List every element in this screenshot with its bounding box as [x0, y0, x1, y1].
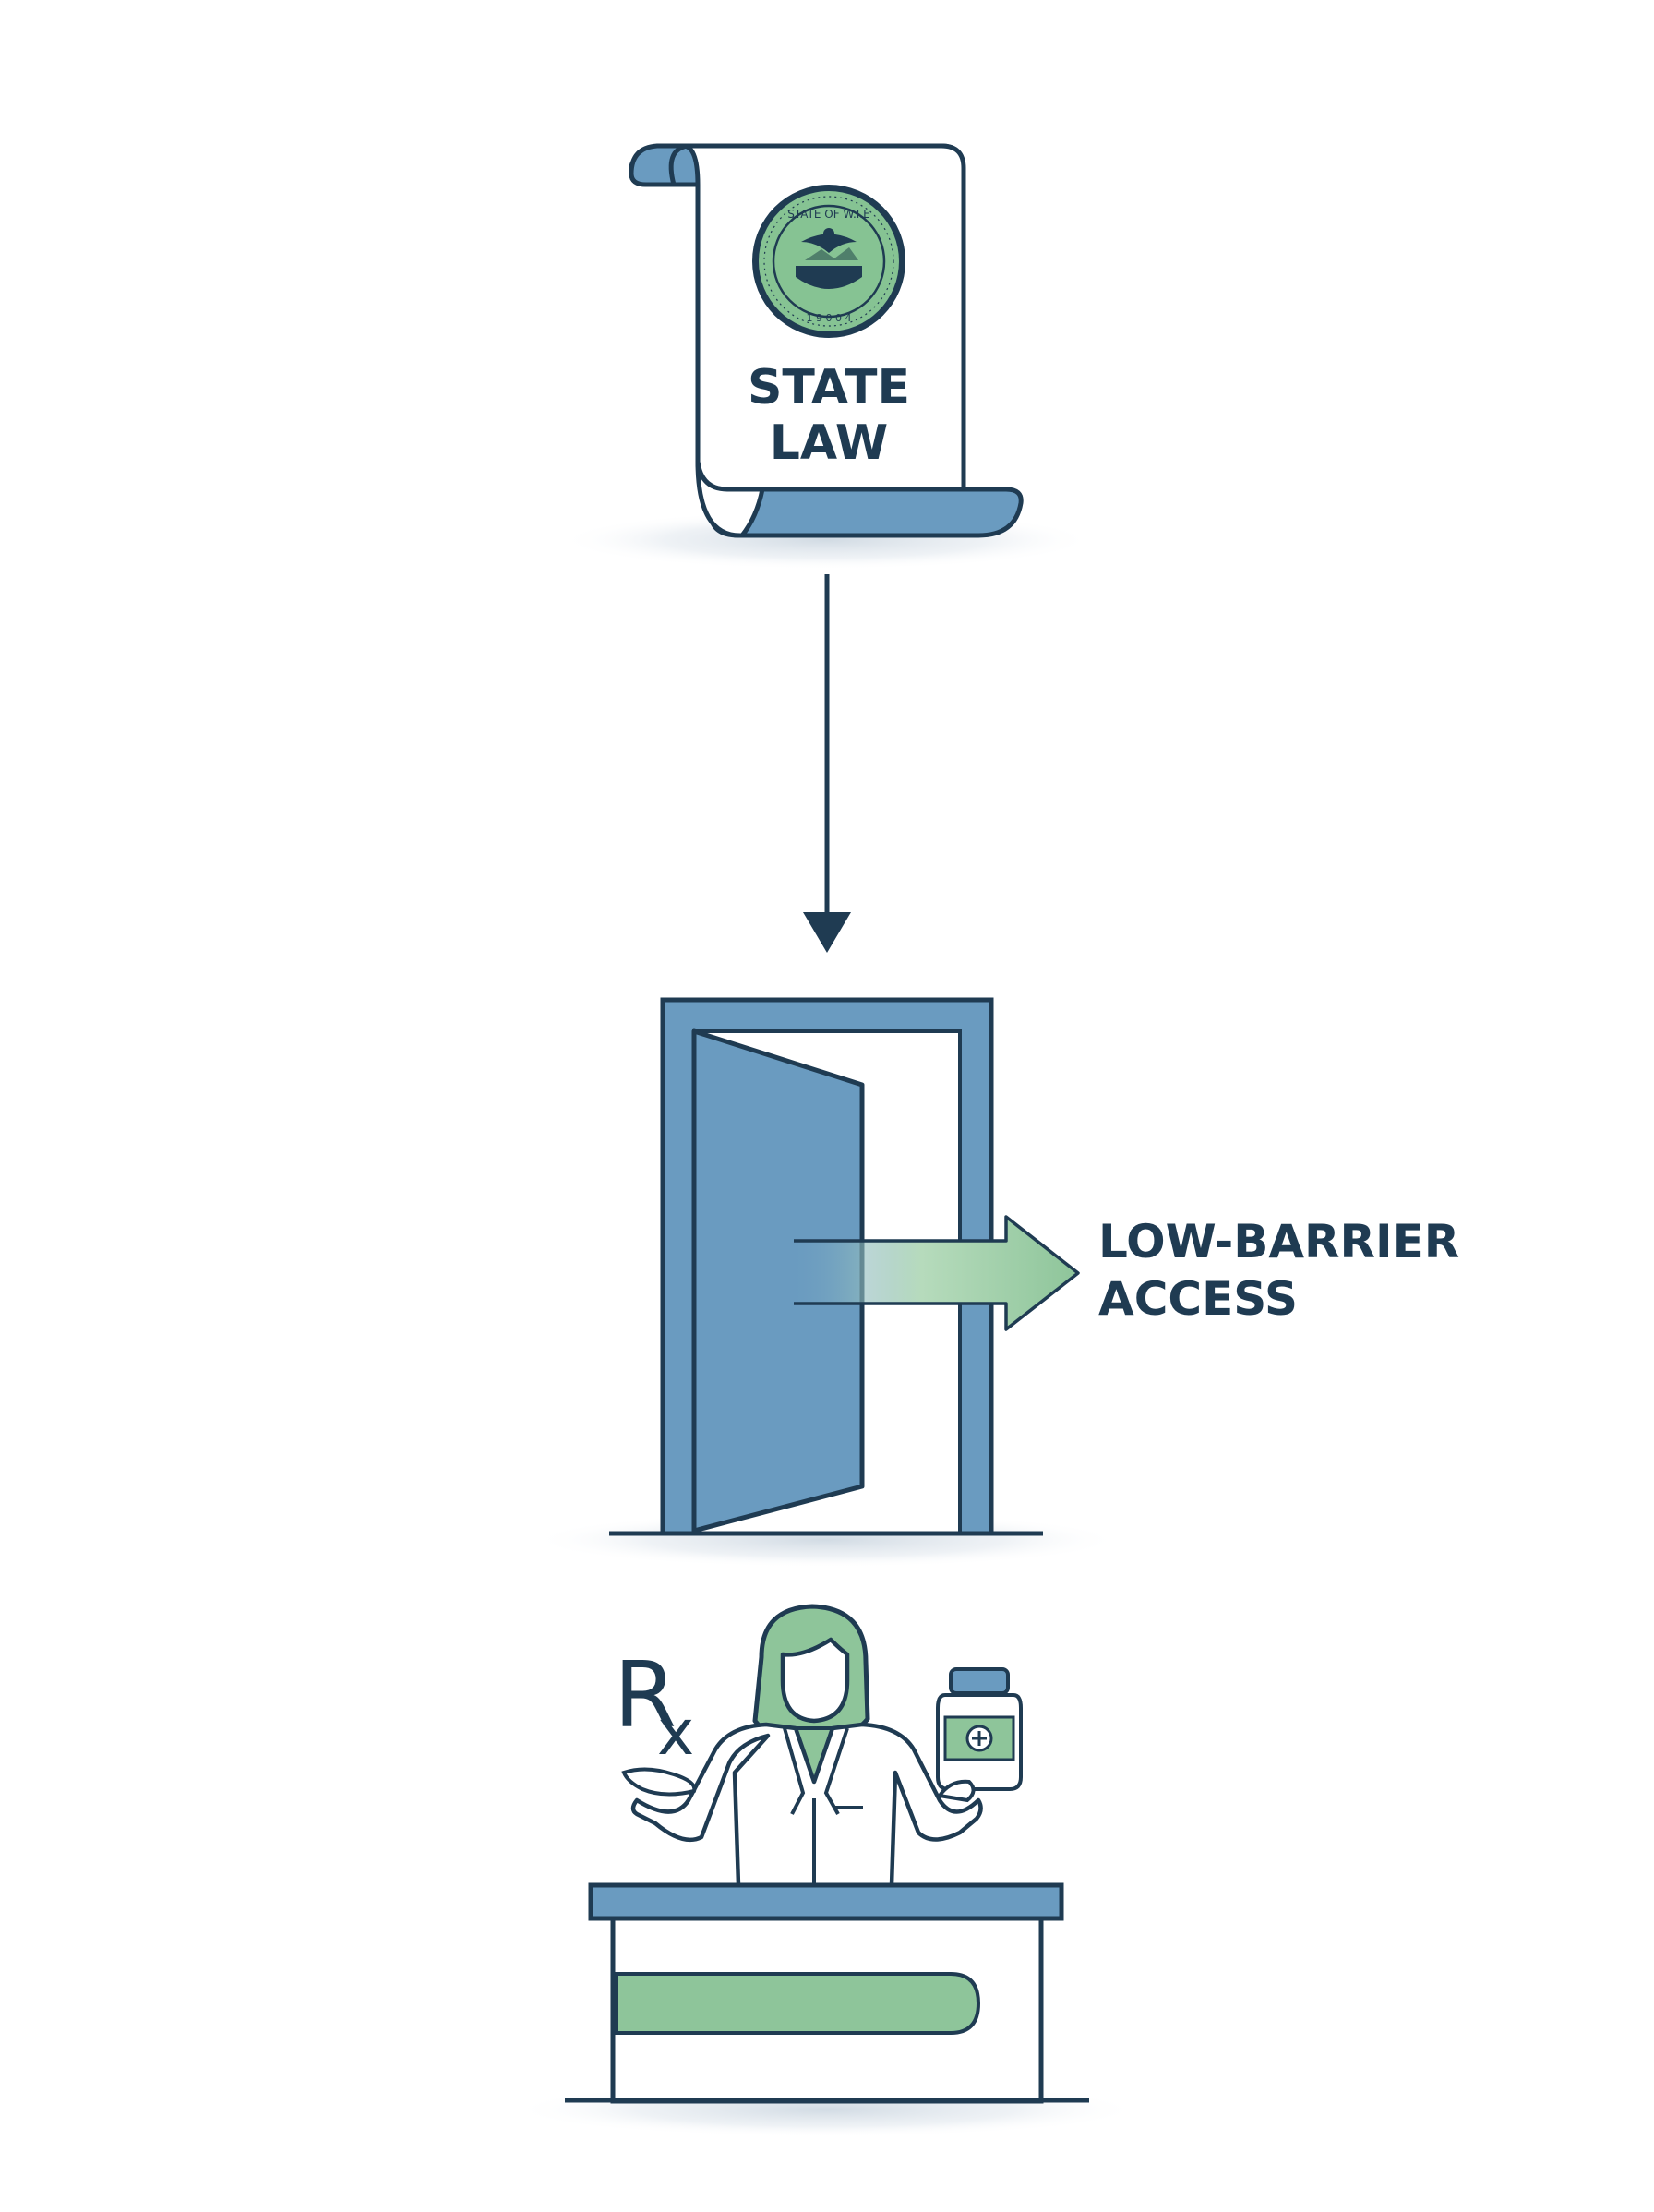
scroll-top-fold — [629, 143, 690, 187]
seal-top-text: STATE OF W.I.E — [787, 208, 869, 221]
scroll-title-line2: LAW — [770, 415, 888, 471]
counter-band — [615, 1972, 981, 2035]
medicine-bottle-icon — [936, 1667, 1023, 1791]
state-law-scroll: STATE OF W.I.E 1 9 0 0 4 STATE LAW — [558, 143, 1094, 570]
pharmacist-face — [780, 1637, 850, 1724]
seal-bottom-text: 1 9 0 0 4 — [807, 312, 852, 324]
scroll-bottom-fold — [695, 459, 765, 538]
counter-top — [588, 1882, 1064, 1921]
access-label-line2: ACCESS — [1098, 1272, 1298, 1326]
pharmacy-counter-icon — [512, 1882, 1140, 2137]
rx-subscript: x — [657, 1697, 694, 1770]
state-seal-icon: STATE OF W.I.E 1 9 0 0 4 — [752, 185, 905, 338]
pharmacist-icon: R x — [614, 1604, 1023, 1888]
scroll-title-line1: STATE — [748, 360, 910, 415]
access-label-line1: LOW-BARRIER — [1098, 1215, 1459, 1268]
rx-symbol: R — [614, 1643, 677, 1749]
access-arrow — [794, 1215, 1080, 1331]
pharmacist-left-hand — [621, 1767, 697, 1797]
pharmacist-coat — [630, 1722, 983, 1888]
door-leaf — [691, 1028, 865, 1533]
down-arrow — [803, 574, 851, 953]
